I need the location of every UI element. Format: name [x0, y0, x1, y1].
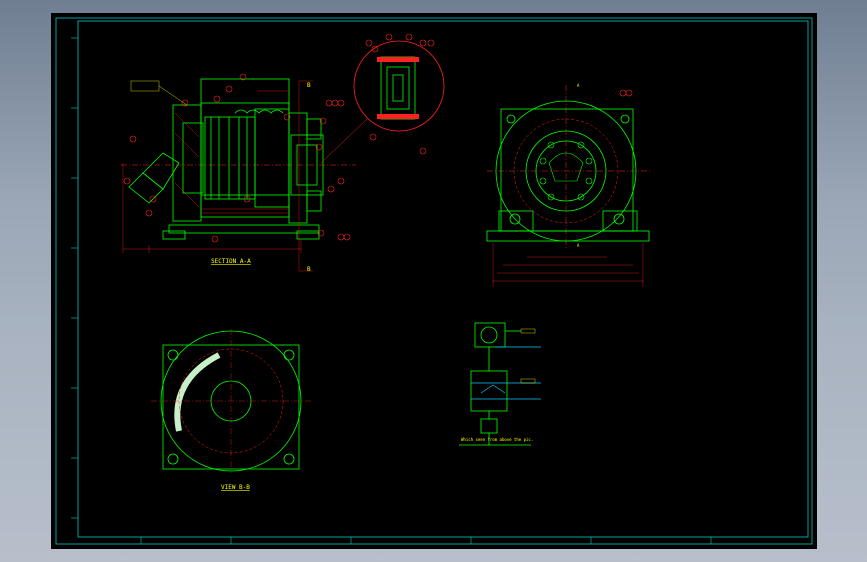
section-cut-b-bottom: B	[307, 266, 311, 273]
flow-note: Which seen from above the pic.	[461, 437, 533, 442]
detail-view	[320, 33, 445, 164]
drawing-frame	[55, 17, 813, 545]
front-axis-top: A	[577, 83, 580, 88]
view-bb: VIEW B-B	[151, 329, 311, 491]
front-axis-bottom: A	[577, 243, 580, 248]
front-view: A A	[486, 83, 651, 287]
left-ruler	[71, 37, 78, 519]
hydraulic-schematic: Which seen from above the pic.	[459, 322, 541, 446]
cad-drawing: B B SECTION A-A	[55, 17, 813, 545]
view-bb-label: VIEW B-B	[221, 484, 250, 491]
bottom-ruler	[140, 537, 712, 544]
cad-drawing-canvas[interactable]: B B SECTION A-A	[51, 13, 817, 549]
section-aa-label: SECTION A-A	[211, 258, 251, 265]
section-aa-view: B B SECTION A-A	[121, 73, 356, 273]
section-cut-b-top: B	[307, 82, 311, 89]
